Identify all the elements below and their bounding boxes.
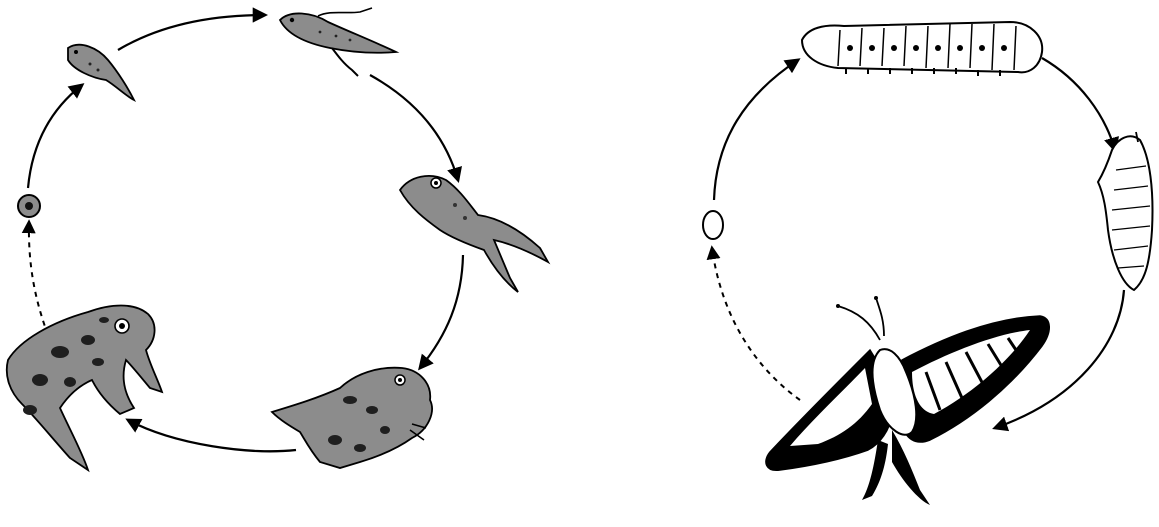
frog-arrow-tadpole-to-legs (118, 15, 265, 50)
frog-arrow-egg-to-tadpole (28, 85, 82, 188)
butterfly-chrysalis (1098, 132, 1153, 290)
frog-tadpole (68, 45, 134, 100)
frog-young-frog (272, 368, 432, 468)
butterfly-egg (703, 211, 723, 239)
butterfly-caterpillar (802, 22, 1042, 76)
butterfly-arrow-caterpillar-to-chrysalis (1042, 58, 1115, 150)
butterfly-cycle (703, 22, 1153, 505)
frog-arrow-young-to-adult (128, 420, 296, 451)
butterfly-adult (766, 296, 1049, 505)
butterfly-arrow-butterfly-to-egg (712, 248, 800, 400)
frog-adult-frog (7, 306, 162, 471)
frog-egg (18, 195, 40, 217)
frog-arrow-froglet-to-young (420, 255, 463, 368)
frog-cycle (7, 8, 548, 470)
frog-arrow-legs-to-froglet (370, 75, 458, 180)
frog-arrow-adult-to-egg (29, 222, 48, 335)
frog-tadpole-with-legs (280, 8, 396, 76)
butterfly-arrow-egg-to-caterpillar (714, 60, 798, 200)
frog-froglet (400, 176, 548, 292)
